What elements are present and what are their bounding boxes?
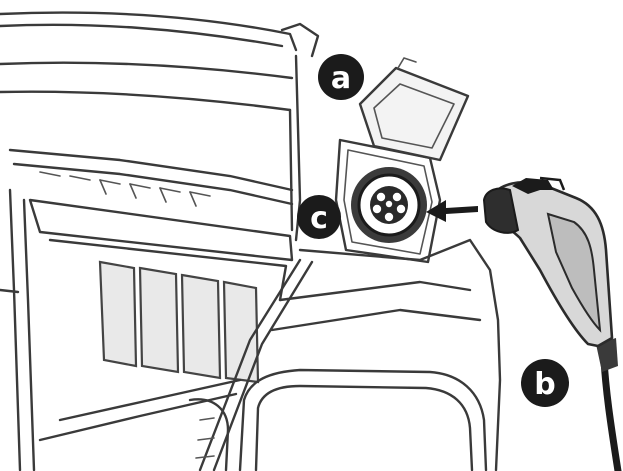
lower-beam — [58, 378, 242, 422]
socket-pin-2 — [392, 192, 402, 202]
lower-strut — [198, 258, 302, 471]
pillar-edge — [294, 54, 302, 242]
plug-latch — [512, 178, 554, 194]
label-a-text: a — [331, 61, 351, 96]
insert-direction-arrow — [426, 200, 478, 222]
charging-flap-inner — [373, 83, 455, 149]
label-badge-b: b — [521, 359, 569, 407]
left-frame-tick — [0, 288, 20, 294]
vent-details — [39, 171, 211, 197]
lower-beam-2 — [38, 392, 238, 442]
label-b-text: b — [534, 367, 555, 402]
belt-line-lower — [12, 162, 294, 206]
socket-pin-1 — [376, 192, 386, 202]
lower-left-ribs — [195, 417, 215, 459]
charging-plug — [482, 176, 622, 471]
roof-inner-edge — [0, 23, 284, 48]
label-badge-c: c — [297, 195, 341, 239]
plug-latch-lever — [539, 176, 566, 191]
vent-slats — [99, 179, 197, 207]
port-recess-inner — [343, 149, 433, 255]
pillar-inner — [288, 108, 294, 232]
front-body-line-2 — [270, 308, 482, 332]
belt-line — [8, 148, 294, 192]
plug-head — [482, 187, 520, 234]
left-frame-inner — [22, 198, 36, 471]
upper-panel-line-2 — [0, 90, 292, 112]
plug-handle-shade — [546, 212, 602, 333]
socket-pin-5 — [384, 212, 394, 222]
socket-pin-center — [385, 200, 393, 208]
charging-socket — [351, 167, 427, 243]
flap-hinge — [397, 57, 417, 69]
slotted-vent — [98, 260, 260, 384]
vehicle-body — [0, 11, 502, 471]
label-c-text: c — [310, 201, 328, 236]
lower-left-detail — [188, 398, 230, 471]
roof-corner — [280, 22, 320, 58]
charging-port-assembly — [334, 57, 478, 264]
charging-flap — [358, 66, 470, 162]
label-badge-a: a — [318, 54, 364, 100]
cable-strain-relief — [596, 338, 618, 372]
roof-edge — [0, 11, 298, 52]
wheel-arch-inner — [254, 384, 474, 471]
socket-pin-4 — [396, 204, 406, 214]
side-panel-top — [28, 198, 294, 262]
lower-strut-inner — [212, 260, 314, 471]
upper-panel-line — [0, 61, 294, 80]
front-body-line — [278, 280, 472, 302]
left-frame — [8, 188, 22, 471]
wheel-arch — [238, 368, 488, 471]
charging-cable — [600, 356, 622, 471]
socket-pin-3 — [372, 204, 382, 214]
